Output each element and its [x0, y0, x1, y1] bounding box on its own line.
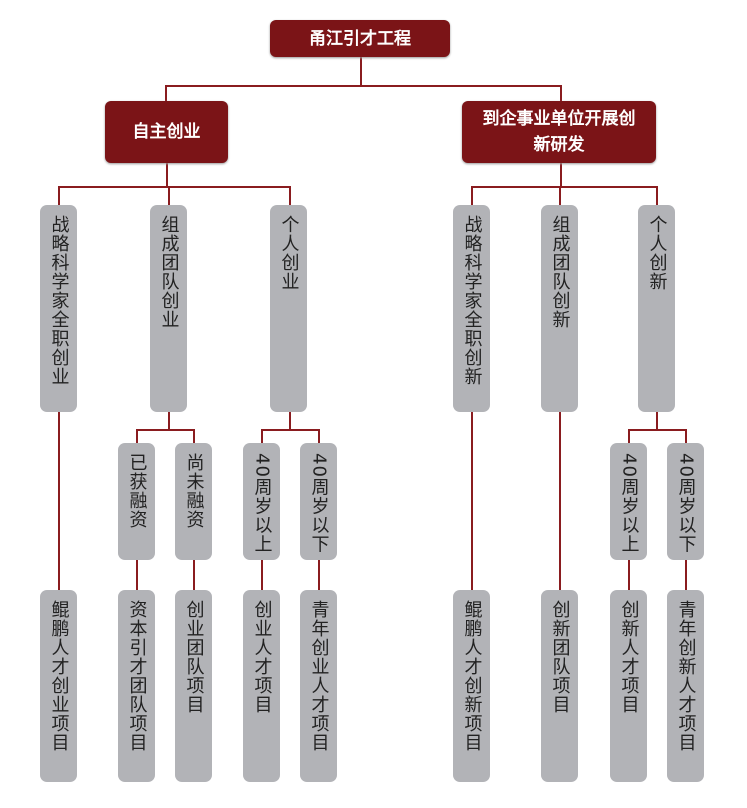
- connector: [261, 429, 319, 431]
- project-startup-team: 创业团队项目: [175, 590, 212, 782]
- connector: [289, 412, 291, 430]
- node-label: 创新团队项目: [549, 600, 571, 714]
- connector: [471, 186, 657, 188]
- node-label: 组成团队创业: [158, 215, 180, 329]
- project-youth-innovation-talent: 青年创新人才项目: [667, 590, 704, 782]
- connector: [471, 186, 473, 205]
- node-label: 战略科学家全职创新: [461, 215, 483, 386]
- node-label: 40周岁以上: [618, 453, 640, 554]
- node-strategic-scientist-innovation: 战略科学家全职创新: [453, 205, 490, 412]
- connector: [58, 412, 60, 590]
- node-label: 资本引才团队项目: [126, 600, 148, 752]
- connector: [165, 85, 167, 101]
- connector: [471, 412, 473, 590]
- connector: [656, 412, 658, 430]
- connector: [136, 429, 194, 431]
- connector: [628, 429, 686, 431]
- node-label: 组成团队创新: [549, 215, 571, 329]
- connector: [318, 429, 320, 443]
- project-kunpeng-startup: 鲲鹏人才创业项目: [40, 590, 77, 782]
- connector: [685, 560, 687, 590]
- connector: [628, 429, 630, 443]
- connector: [166, 163, 168, 187]
- node-under-40-startup: 40周岁以下: [300, 443, 337, 560]
- node-label: 青年创业人才项目: [308, 600, 330, 752]
- connector: [168, 412, 170, 430]
- connector: [193, 560, 195, 590]
- connector: [261, 429, 263, 443]
- connector: [165, 85, 561, 87]
- connector: [136, 429, 138, 443]
- connector: [559, 412, 561, 590]
- node-over-40-startup: 40周岁以上: [243, 443, 280, 560]
- connector: [193, 429, 195, 443]
- connector: [560, 85, 562, 101]
- node-team-startup: 组成团队创业: [150, 205, 187, 412]
- connector: [360, 57, 362, 86]
- connector: [628, 560, 630, 590]
- project-kunpeng-innovation: 鲲鹏人才创新项目: [453, 590, 490, 782]
- connector: [261, 560, 263, 590]
- node-label: 40周岁以下: [675, 453, 697, 554]
- node-label: 鲲鹏人才创业项目: [48, 600, 70, 752]
- connector: [656, 186, 658, 205]
- connector: [289, 186, 291, 205]
- node-strategic-scientist-startup: 战略科学家全职创业: [40, 205, 77, 412]
- node-label: 40周岁以上: [251, 453, 273, 554]
- connector: [168, 186, 170, 205]
- node-funded: 已获融资: [118, 443, 155, 560]
- root-node: 甬江引才工程: [270, 20, 450, 57]
- node-team-innovation: 组成团队创新: [541, 205, 578, 412]
- node-unfunded: 尚未融资: [175, 443, 212, 560]
- node-label: 尚未融资: [183, 453, 205, 529]
- branch-node-self-startup: 自主创业: [105, 101, 228, 163]
- project-startup-talent: 创业人才项目: [243, 590, 280, 782]
- node-label: 已获融资: [126, 453, 148, 529]
- project-capital-team: 资本引才团队项目: [118, 590, 155, 782]
- node-over-40-innovation: 40周岁以上: [610, 443, 647, 560]
- node-under-40-innovation: 40周岁以下: [667, 443, 704, 560]
- project-innovation-team: 创新团队项目: [541, 590, 578, 782]
- node-individual-innovation: 个人创新: [638, 205, 675, 412]
- node-label: 创业人才项目: [251, 600, 273, 714]
- connector: [560, 163, 562, 187]
- node-label: 创新人才项目: [618, 600, 640, 714]
- node-label: 战略科学家全职创业: [48, 215, 70, 386]
- branch-node-enterprise-rd: 到企事业单位开展创新研发: [462, 101, 656, 163]
- node-label: 个人创新: [646, 215, 668, 291]
- node-label: 40周岁以下: [308, 453, 330, 554]
- node-label: 鲲鹏人才创新项目: [461, 600, 483, 752]
- connector: [58, 186, 290, 188]
- node-label: 创业团队项目: [183, 600, 205, 714]
- node-label: 青年创新人才项目: [675, 600, 697, 752]
- connector: [685, 429, 687, 443]
- project-innovation-talent: 创新人才项目: [610, 590, 647, 782]
- connector: [58, 186, 60, 205]
- connector: [559, 186, 561, 205]
- node-label: 个人创业: [278, 215, 300, 291]
- connector: [136, 560, 138, 590]
- node-individual-startup: 个人创业: [270, 205, 307, 412]
- connector: [318, 560, 320, 590]
- project-youth-startup-talent: 青年创业人才项目: [300, 590, 337, 782]
